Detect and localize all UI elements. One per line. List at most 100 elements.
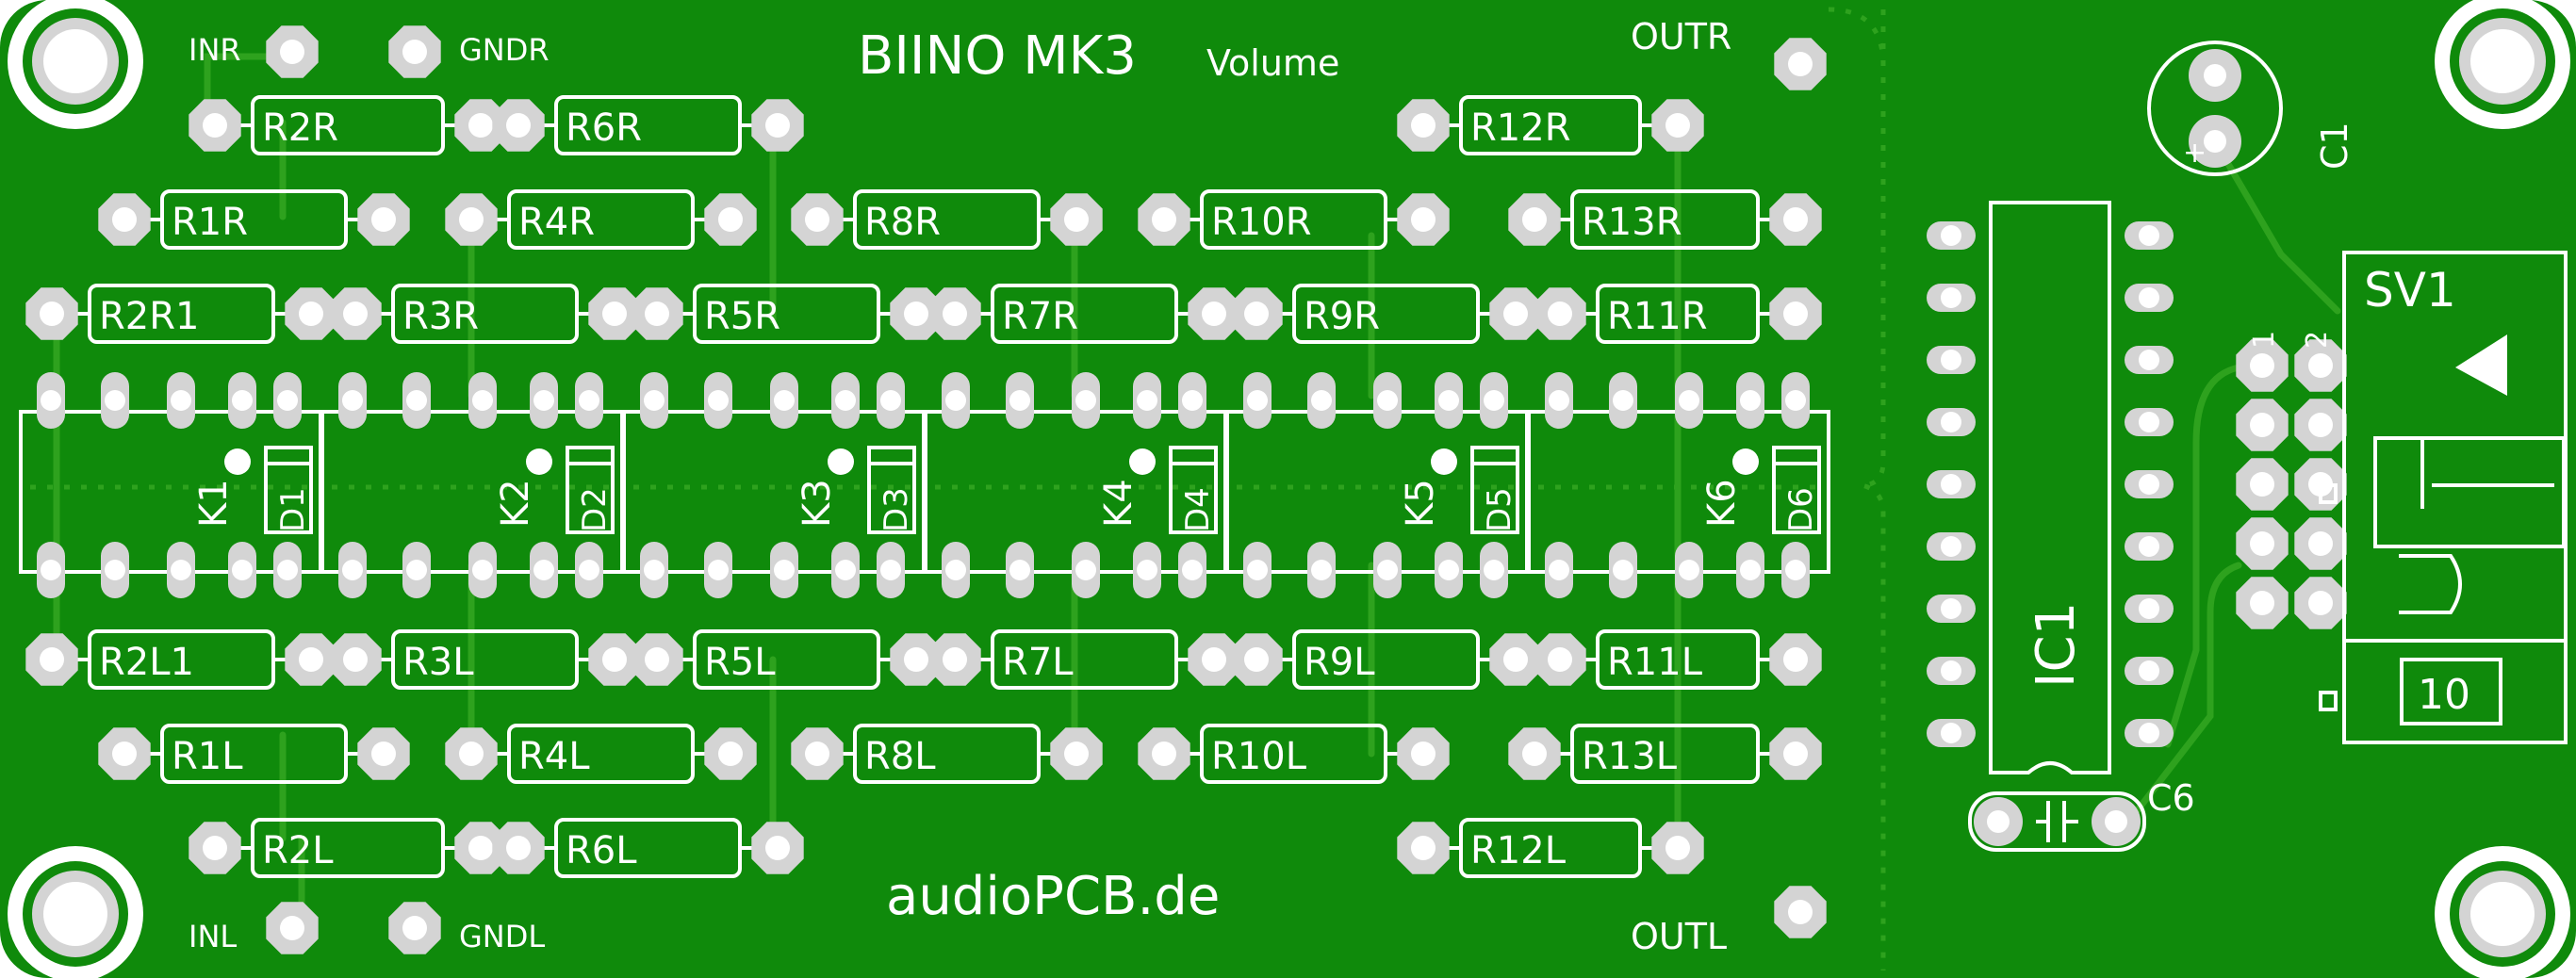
sv1-pin2-label: 2 — [2301, 331, 2334, 349]
resistor-pad — [1508, 727, 1561, 780]
relay-pad — [831, 372, 860, 429]
resistor-r3l: R3L — [329, 629, 641, 690]
relay-pad — [942, 542, 970, 598]
sv1-pin1-label: 1 — [2248, 331, 2281, 349]
resistor-pad — [454, 822, 507, 874]
relay-pad — [338, 542, 367, 598]
relay-pad — [704, 542, 732, 598]
ic1-pin — [2125, 346, 2174, 374]
resistor-r6r: R6R — [492, 95, 804, 155]
relay-pad — [770, 542, 798, 598]
relay-pad — [640, 372, 668, 429]
c1-capacitor: + C1 — [2147, 41, 2355, 176]
resistor-pad — [454, 99, 507, 152]
ic1-pin — [1927, 346, 1976, 374]
diode-d4: D4 — [1129, 446, 1218, 534]
c6-capacitor: C6 — [1968, 777, 2195, 852]
sv1-pin — [2294, 517, 2347, 570]
resistor-pad — [631, 287, 683, 340]
resistor-r12r: R12R — [1397, 95, 1704, 155]
resistor-label: R11R — [1607, 295, 1707, 338]
resistor-pad — [928, 633, 981, 686]
relay-pad — [1480, 372, 1508, 429]
relay-pad — [1545, 542, 1573, 598]
relay-pad — [1072, 372, 1100, 429]
relay-k6: K6 — [1527, 372, 1830, 598]
resistor-r1r: R1R — [98, 189, 410, 250]
relay-pad — [1133, 372, 1161, 429]
resistor-label: R2R1 — [99, 295, 199, 338]
relay-pad — [1480, 542, 1508, 598]
sv1-label: SV1 — [2364, 263, 2456, 318]
diode-label: D3 — [878, 487, 915, 532]
relay-label: K4 — [1097, 479, 1140, 528]
resistor-pad — [751, 822, 804, 874]
diode-d1: D1 — [224, 446, 313, 534]
c1-label: C1 — [2314, 122, 2355, 170]
resistor-pad — [1489, 633, 1542, 686]
resistor-label: R7L — [1002, 641, 1074, 684]
gndr-pad — [388, 25, 441, 78]
resistor-r2l1: R2L1 — [25, 629, 337, 690]
resistor-label: R13L — [1582, 735, 1678, 778]
resistor-r2l: R2L — [189, 818, 507, 878]
resistor-r2r1: R2R1 — [25, 284, 337, 344]
relay-pad — [273, 372, 302, 429]
resistor-pad — [445, 727, 498, 780]
resistor-label: R9L — [1304, 641, 1375, 684]
resistor-label: R3L — [402, 641, 474, 684]
resistor-pad — [492, 99, 545, 152]
relay-pad — [101, 542, 129, 598]
resistor-label: R5R — [704, 295, 780, 338]
relay-pad — [167, 542, 195, 598]
resistor-pad — [329, 287, 382, 340]
resistor-pad — [98, 193, 151, 246]
ic1-pin — [1927, 284, 1976, 312]
resistor-pad — [1397, 193, 1450, 246]
relay-pad — [37, 542, 65, 598]
resistor-r5r: R5R — [631, 284, 943, 344]
relay-pad — [228, 542, 256, 598]
ic1-pin — [2125, 595, 2174, 623]
c6-label: C6 — [2147, 777, 2195, 819]
resistor-label: R2L — [262, 829, 334, 872]
relay-k2: K2 — [320, 372, 624, 598]
resistor-r7r: R7R — [928, 284, 1240, 344]
resistor-label: R1R — [172, 201, 248, 244]
diode-d6: D6 — [1732, 446, 1821, 534]
relay-pad — [1243, 542, 1272, 598]
resistor-r8r: R8R — [791, 189, 1103, 250]
relay-pad — [640, 542, 668, 598]
resistor-pad — [791, 727, 844, 780]
resistor-pad — [928, 287, 981, 340]
resistor-r13l: R13L — [1508, 724, 1822, 784]
diode-label: D5 — [1481, 487, 1518, 532]
resistor-label: R4L — [518, 735, 590, 778]
outl-pad — [1774, 886, 1827, 938]
ic1-pin — [2125, 284, 2174, 312]
resistor-pad — [1188, 633, 1240, 686]
board-title: BIINO MK3 — [858, 25, 1137, 87]
relay-pad — [1609, 372, 1637, 429]
ic1-pin — [1927, 221, 1976, 250]
resistor-label: R5L — [704, 641, 776, 684]
ic1-pin — [2125, 532, 2174, 561]
resistor-pad — [588, 287, 641, 340]
resistor-pad — [1508, 193, 1561, 246]
label-inl: INL — [189, 919, 237, 954]
relay-label: K1 — [192, 479, 236, 528]
relay-pad — [468, 542, 497, 598]
resistor-pad — [1534, 287, 1586, 340]
gndl-pad — [388, 902, 441, 954]
label-outr: OUTR — [1631, 16, 1731, 57]
relay-pad — [1609, 542, 1637, 598]
board-divider — [1861, 9, 1886, 970]
relay-pad — [101, 372, 129, 429]
sv1-pin — [2236, 458, 2289, 511]
c1-polarity: + — [2183, 137, 2207, 170]
relay-label: K3 — [796, 479, 839, 528]
relay-pad — [1006, 372, 1034, 429]
relay-pad — [575, 542, 603, 598]
ic1-pin — [1927, 408, 1976, 436]
relay-pad — [575, 372, 603, 429]
